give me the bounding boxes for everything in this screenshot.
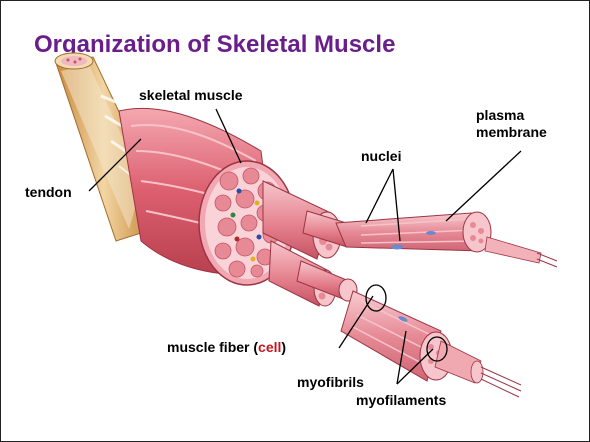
label-plasma-line1: plasma	[476, 107, 547, 124]
label-muscle-fiber-suffix: )	[281, 339, 286, 355]
label-muscle-fiber-prefix: muscle fiber (	[167, 339, 258, 355]
label-plasma-line2: membrane	[476, 124, 547, 141]
label-plasma-membrane: plasma membrane	[476, 107, 547, 141]
label-cell: cell	[258, 339, 281, 355]
label-nuclei: nuclei	[361, 148, 401, 164]
label-skeletal-muscle: skeletal muscle	[139, 87, 243, 103]
label-muscle-fiber: muscle fiber (cell)	[167, 339, 286, 355]
label-myofilaments: myofilaments	[356, 392, 446, 408]
label-tendon: tendon	[25, 184, 72, 200]
label-myofibrils: myofibrils	[297, 374, 364, 390]
